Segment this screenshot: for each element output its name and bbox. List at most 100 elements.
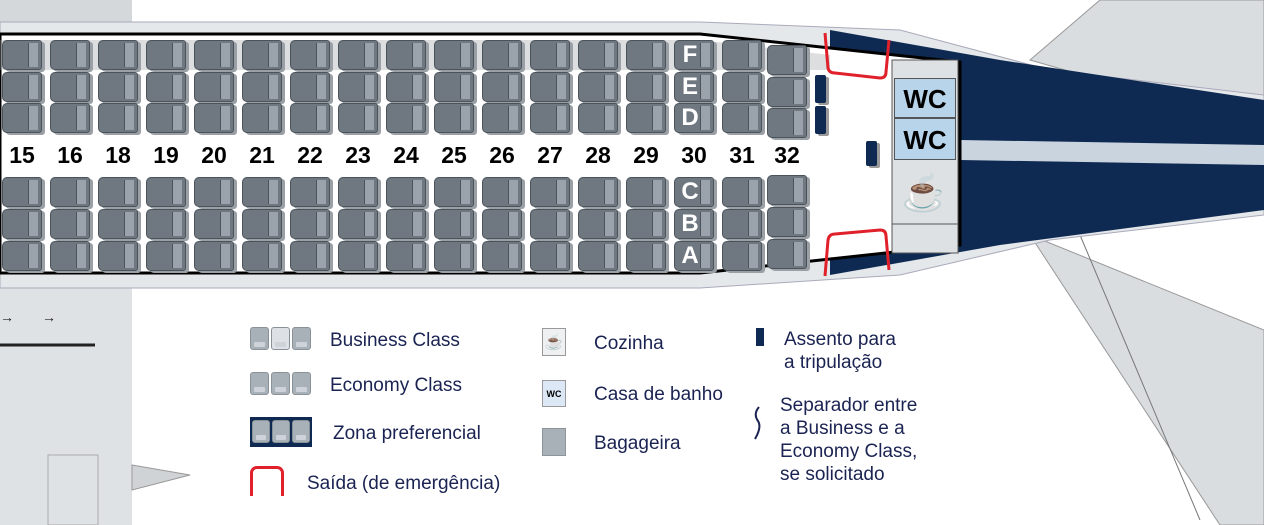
seat-15C[interactable]	[2, 177, 42, 207]
seat-21F[interactable]	[242, 40, 282, 70]
seat-24C[interactable]	[386, 177, 426, 207]
seat-29A[interactable]	[626, 241, 666, 271]
seat-23E[interactable]	[338, 72, 378, 102]
seat-15B[interactable]	[2, 209, 42, 239]
seat-20C[interactable]	[194, 177, 234, 207]
seat-25B[interactable]	[434, 209, 474, 239]
seat-27D[interactable]	[530, 103, 570, 133]
seat-18D[interactable]	[98, 103, 138, 133]
seat-21D[interactable]	[242, 103, 282, 133]
seat-28B[interactable]	[578, 209, 618, 239]
seat-21A[interactable]	[242, 241, 282, 271]
seat-31B[interactable]	[722, 209, 762, 239]
seat-24B[interactable]	[386, 209, 426, 239]
seat-22F[interactable]	[290, 40, 330, 70]
seat-32C[interactable]	[767, 175, 807, 205]
seat-16B[interactable]	[50, 209, 90, 239]
seat-28D[interactable]	[578, 103, 618, 133]
seat-18C[interactable]	[98, 177, 138, 207]
seat-21E[interactable]	[242, 72, 282, 102]
seat-22A[interactable]	[290, 241, 330, 271]
seat-15A[interactable]	[2, 241, 42, 271]
seat-28C[interactable]	[578, 177, 618, 207]
seat-30F[interactable]: F	[674, 40, 714, 70]
seat-32F[interactable]	[767, 45, 807, 75]
seat-25E[interactable]	[434, 72, 474, 102]
seat-30A[interactable]: A	[674, 241, 714, 271]
seat-23F[interactable]	[338, 40, 378, 70]
seat-29E[interactable]	[626, 72, 666, 102]
seat-20F[interactable]	[194, 40, 234, 70]
seat-31A[interactable]	[722, 241, 762, 271]
seat-19F[interactable]	[146, 40, 186, 70]
seat-18F[interactable]	[98, 40, 138, 70]
seat-24A[interactable]	[386, 241, 426, 271]
seat-25C[interactable]	[434, 177, 474, 207]
seat-20A[interactable]	[194, 241, 234, 271]
seat-24F[interactable]	[386, 40, 426, 70]
seat-16F[interactable]	[50, 40, 90, 70]
seat-24E[interactable]	[386, 72, 426, 102]
seat-20D[interactable]	[194, 103, 234, 133]
seat-19B[interactable]	[146, 209, 186, 239]
seat-19A[interactable]	[146, 241, 186, 271]
seat-16C[interactable]	[50, 177, 90, 207]
seat-23D[interactable]	[338, 103, 378, 133]
seat-22B[interactable]	[290, 209, 330, 239]
seat-31D[interactable]	[722, 103, 762, 133]
seat-23B[interactable]	[338, 209, 378, 239]
seat-29F[interactable]	[626, 40, 666, 70]
seat-27C[interactable]	[530, 177, 570, 207]
seat-22E[interactable]	[290, 72, 330, 102]
seat-21C[interactable]	[242, 177, 282, 207]
seat-29B[interactable]	[626, 209, 666, 239]
seat-16A[interactable]	[50, 241, 90, 271]
seat-30C[interactable]: C	[674, 177, 714, 207]
seat-30D[interactable]: D	[674, 103, 714, 133]
seat-30B[interactable]: B	[674, 209, 714, 239]
seat-18A[interactable]	[98, 241, 138, 271]
seat-29C[interactable]	[626, 177, 666, 207]
seat-31F[interactable]	[722, 40, 762, 70]
seat-26C[interactable]	[482, 177, 522, 207]
seat-25D[interactable]	[434, 103, 474, 133]
seat-32E[interactable]	[767, 77, 807, 107]
seat-29D[interactable]	[626, 103, 666, 133]
seat-16D[interactable]	[50, 103, 90, 133]
seat-18B[interactable]	[98, 209, 138, 239]
seat-15F[interactable]	[2, 40, 42, 70]
seat-21B[interactable]	[242, 209, 282, 239]
seat-23A[interactable]	[338, 241, 378, 271]
seat-16E[interactable]	[50, 72, 90, 102]
seat-20E[interactable]	[194, 72, 234, 102]
seat-22D[interactable]	[290, 103, 330, 133]
seat-22C[interactable]	[290, 177, 330, 207]
seat-15D[interactable]	[2, 103, 42, 133]
seat-27F[interactable]	[530, 40, 570, 70]
seat-32B[interactable]	[767, 207, 807, 237]
seat-28A[interactable]	[578, 241, 618, 271]
seat-28E[interactable]	[578, 72, 618, 102]
seat-26A[interactable]	[482, 241, 522, 271]
seat-20B[interactable]	[194, 209, 234, 239]
seat-24D[interactable]	[386, 103, 426, 133]
seat-27B[interactable]	[530, 209, 570, 239]
seat-26D[interactable]	[482, 103, 522, 133]
seat-25A[interactable]	[434, 241, 474, 271]
seat-32A[interactable]	[767, 239, 807, 269]
seat-25F[interactable]	[434, 40, 474, 70]
seat-19D[interactable]	[146, 103, 186, 133]
seat-19C[interactable]	[146, 177, 186, 207]
seat-18E[interactable]	[98, 72, 138, 102]
seat-31E[interactable]	[722, 72, 762, 102]
seat-15E[interactable]	[2, 72, 42, 102]
seat-19E[interactable]	[146, 72, 186, 102]
seat-26B[interactable]	[482, 209, 522, 239]
seat-31C[interactable]	[722, 177, 762, 207]
seat-26E[interactable]	[482, 72, 522, 102]
seat-27E[interactable]	[530, 72, 570, 102]
seat-23C[interactable]	[338, 177, 378, 207]
seat-28F[interactable]	[578, 40, 618, 70]
seat-27A[interactable]	[530, 241, 570, 271]
seat-30E[interactable]: E	[674, 72, 714, 102]
